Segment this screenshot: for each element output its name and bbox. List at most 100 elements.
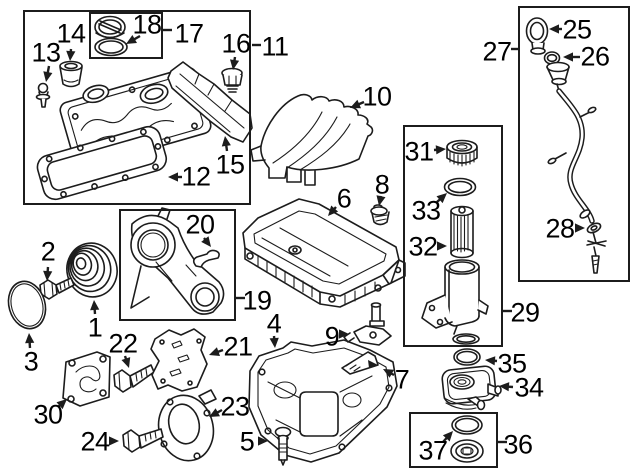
timing-cover-box — [119, 209, 236, 321]
arrowhead-15 — [221, 136, 231, 147]
pulley-bolt-drawing — [39, 277, 75, 300]
drain-bolt-drawing — [274, 426, 292, 466]
callout-label-8[interactable]: 8 — [375, 170, 390, 200]
callout-label-19[interactable]: 19 — [242, 286, 272, 316]
oil-cooler-drawing — [441, 365, 502, 411]
callout-label-35[interactable]: 35 — [497, 349, 527, 379]
arrowhead-21 — [209, 347, 220, 356]
arrowhead-32 — [437, 241, 447, 251]
arrowhead-7 — [383, 369, 394, 378]
retaining-clip-drawing — [192, 249, 220, 268]
callout-label-11[interactable]: 11 — [261, 32, 289, 62]
callout-labels: 1234567891011121314151617181920212223242… — [24, 10, 610, 466]
arrowhead-12 — [168, 172, 178, 182]
dipstick-box — [518, 6, 630, 282]
arrowhead-34 — [499, 382, 510, 392]
callout-label-27[interactable]: 27 — [482, 37, 512, 67]
filter-housing-drawing — [421, 259, 489, 345]
screw-plug-drawing — [221, 67, 243, 93]
cooler-oring-drawing — [453, 348, 481, 366]
group-boxes — [23, 6, 630, 468]
part-drawings — [7, 15, 607, 466]
callout-label-30[interactable]: 30 — [33, 400, 63, 430]
oil-pan-plug-drawing — [370, 204, 390, 226]
rear-timing-plate-drawing — [150, 328, 208, 392]
callout-label-10[interactable]: 10 — [362, 82, 392, 112]
callout-label-2[interactable]: 2 — [41, 237, 56, 267]
arrowhead-23 — [209, 408, 220, 417]
callout-label-36[interactable]: 36 — [503, 430, 533, 460]
seal-flange-plate-drawing — [157, 389, 217, 462]
oil-cap-inset-box — [89, 12, 163, 59]
callout-label-1[interactable]: 1 — [88, 313, 103, 343]
callout-label-28[interactable]: 28 — [545, 214, 575, 244]
seal-ring-drawing — [451, 415, 483, 435]
callout-label-23[interactable]: 23 — [220, 392, 250, 422]
callout-label-3[interactable]: 3 — [24, 347, 39, 377]
callout-label-5[interactable]: 5 — [240, 427, 255, 457]
callout-label-15[interactable]: 15 — [215, 150, 245, 180]
callout-label-37[interactable]: 37 — [418, 436, 448, 466]
callout-label-14[interactable]: 14 — [56, 19, 86, 49]
callout-label-21[interactable]: 21 — [223, 332, 253, 362]
heat-shield-drawing — [167, 61, 253, 143]
arrowhead-6 — [328, 205, 339, 216]
callout-label-26[interactable]: 26 — [580, 42, 610, 72]
callout-label-6[interactable]: 6 — [337, 184, 352, 214]
arrowhead-22 — [121, 357, 131, 368]
callout-label-7[interactable]: 7 — [395, 365, 410, 395]
arrowhead-26 — [563, 52, 573, 62]
dipstick-funnel-drawing — [546, 61, 570, 92]
arrowhead-1 — [90, 300, 100, 311]
arrowhead-33 — [436, 193, 447, 204]
seal-kit-box — [409, 412, 498, 468]
arrowhead-14 — [66, 50, 76, 61]
callout-leaders — [25, 24, 585, 446]
callout-label-22[interactable]: 22 — [108, 329, 138, 359]
filter-cap-drawing — [446, 139, 478, 167]
callout-label-33[interactable]: 33 — [411, 196, 441, 226]
callout-label-29[interactable]: 29 — [510, 298, 540, 328]
callout-label-24[interactable]: 24 — [80, 427, 110, 457]
filler-cap-seal-drawing — [94, 37, 128, 57]
filter-cap-oring-drawing — [443, 177, 477, 197]
arrowhead-31 — [435, 145, 446, 155]
engine-cover-drawing — [250, 93, 374, 186]
callout-label-32[interactable]: 32 — [408, 232, 438, 262]
callout-label-18[interactable]: 18 — [132, 10, 162, 40]
arrowhead-2 — [43, 270, 53, 281]
callout-label-12[interactable]: 12 — [181, 162, 211, 192]
bolt-22-drawing — [113, 364, 155, 393]
callout-label-4[interactable]: 4 — [267, 309, 283, 339]
dipstick-handle-drawing — [525, 17, 549, 55]
grooved-seal-drawing — [450, 439, 484, 463]
arrowhead-16 — [230, 59, 240, 70]
callout-label-17[interactable]: 17 — [174, 19, 204, 49]
mount-gasket-plate-drawing — [62, 351, 111, 407]
arrowhead-30 — [56, 399, 67, 410]
arrowhead-24 — [109, 436, 119, 446]
crankshaft-pulley-drawing — [66, 242, 118, 298]
arrowhead-9 — [339, 329, 349, 339]
cap-grommet-drawing — [59, 60, 83, 88]
valve-cover-gasket-drawing — [36, 125, 168, 201]
callout-label-25[interactable]: 25 — [562, 15, 592, 45]
oil-filter-box — [403, 125, 503, 347]
arrowhead-25 — [549, 24, 559, 34]
arrowhead-13 — [43, 71, 53, 82]
callout-label-13[interactable]: 13 — [31, 38, 61, 68]
arrowhead-28 — [575, 223, 585, 233]
callout-label-34[interactable]: 34 — [514, 373, 544, 403]
cover-disc-drawing — [7, 280, 47, 330]
sealing-plug-drawing — [35, 82, 51, 108]
arrowhead-10 — [350, 99, 361, 109]
arrowhead-37 — [442, 431, 453, 442]
upper-oil-pan-drawing — [242, 198, 406, 308]
valve-cover-group-box — [23, 10, 251, 205]
callout-label-31[interactable]: 31 — [404, 137, 434, 167]
callout-label-20[interactable]: 20 — [185, 210, 215, 240]
callout-label-16[interactable]: 16 — [221, 29, 251, 59]
callout-label-9[interactable]: 9 — [325, 322, 340, 352]
